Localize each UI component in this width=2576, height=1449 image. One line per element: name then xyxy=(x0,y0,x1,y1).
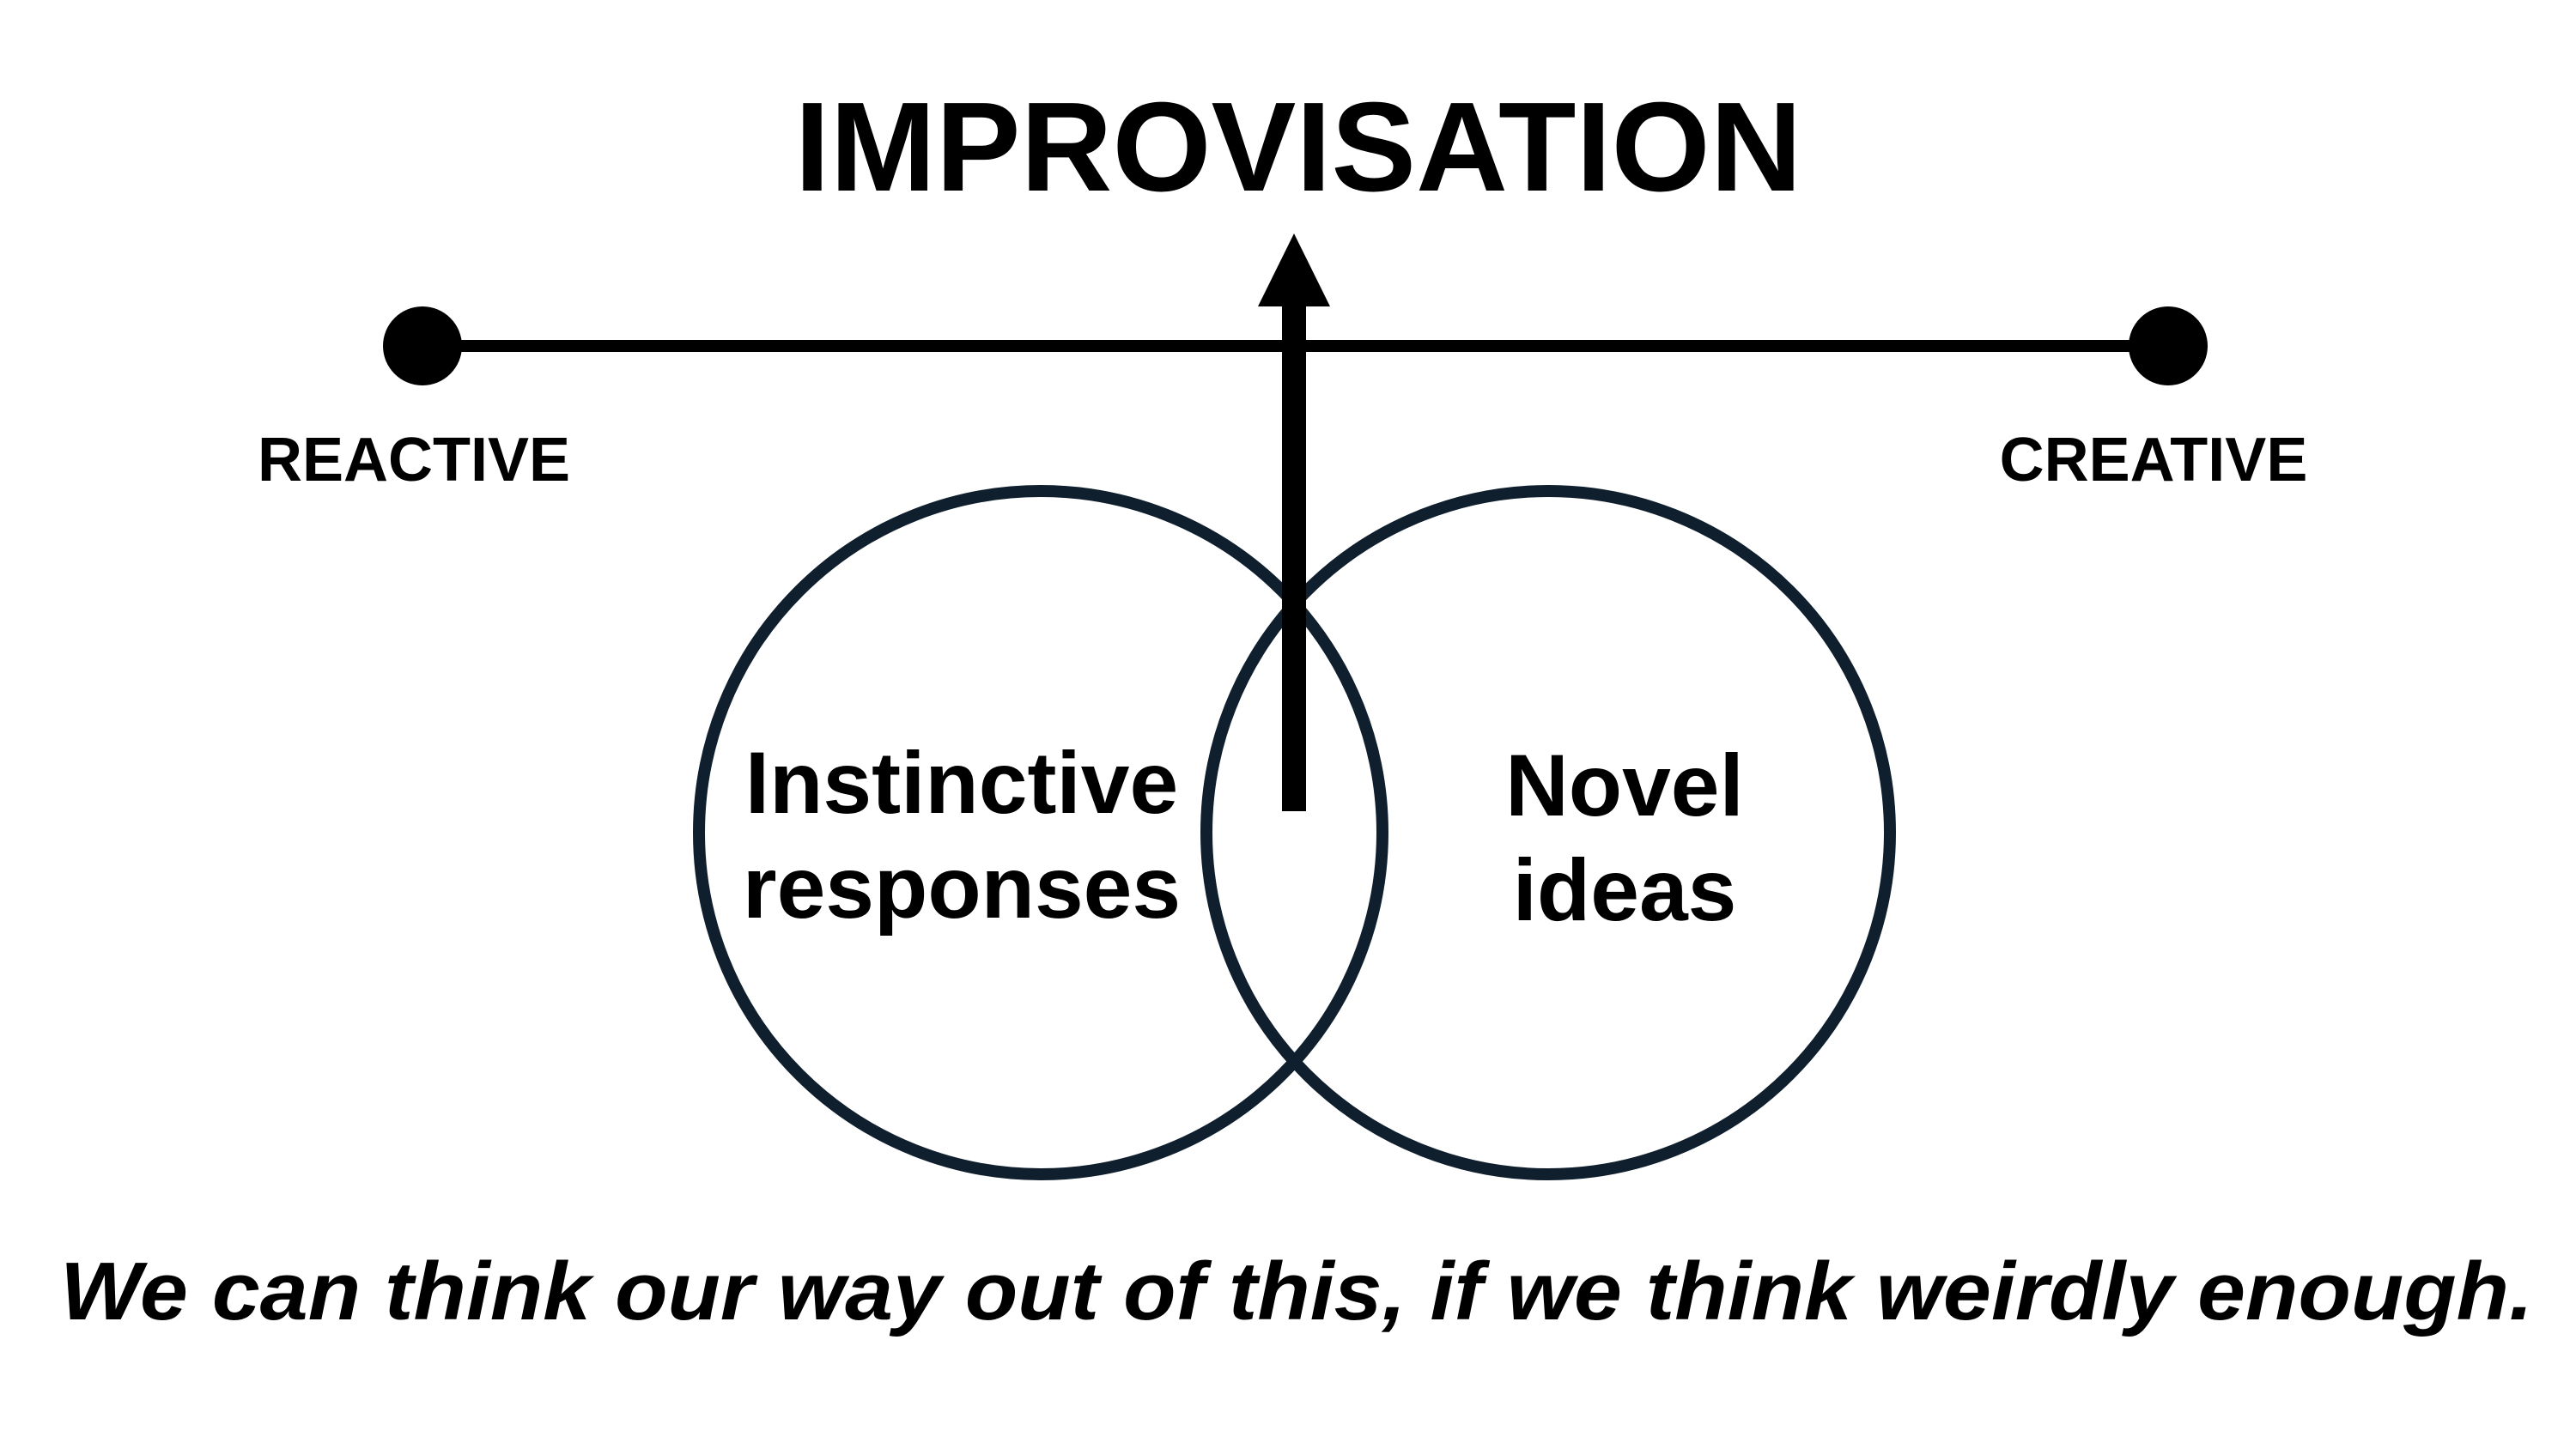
creative-label: CREATIVE xyxy=(2000,426,2308,494)
right-circle-label-line2: ideas xyxy=(1513,841,1737,939)
venn-left-circle xyxy=(693,485,1388,1180)
left-circle-label-line2: responses xyxy=(743,839,1181,937)
spectrum-left-endpoint xyxy=(383,306,462,385)
arrow-head xyxy=(1258,233,1330,306)
spectrum-right-endpoint xyxy=(2129,306,2208,385)
right-circle-label-line1: Novel xyxy=(1505,737,1744,834)
arrow-shaft xyxy=(1282,302,1306,811)
venn-right-circle xyxy=(1200,485,1896,1180)
left-circle-label-line1: Instinctive xyxy=(745,734,1178,832)
caption: We can think our way out of this, if we … xyxy=(60,1246,2533,1337)
reactive-label: REACTIVE xyxy=(258,426,570,494)
diagram-title: IMPROVISATION xyxy=(794,76,1801,218)
